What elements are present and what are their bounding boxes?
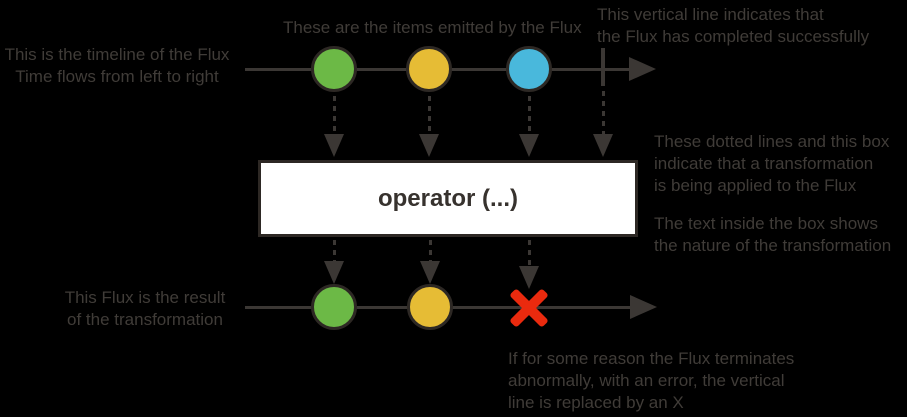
complete-note: This vertical line indicates that the Fl… [597, 5, 870, 46]
timeline-note: This is the timeline of the Flux Time fl… [4, 45, 230, 86]
down-arrow-icon [324, 261, 344, 284]
emitted-items-note: These are the items emitted by the Flux [283, 18, 582, 37]
down-arrow-icon [420, 261, 440, 284]
dashed-line [333, 240, 336, 262]
result-note: This Flux is the result of the transform… [64, 288, 226, 329]
dashed-line [602, 91, 605, 134]
dashed-line [429, 240, 432, 262]
source-timeline-arrow-icon [629, 57, 656, 81]
down-arrow-icon [519, 266, 539, 289]
complete-tick [601, 48, 605, 86]
result-timeline-arrow-icon [630, 295, 657, 319]
box-text-note: The text inside the box shows the nature… [654, 214, 892, 255]
down-arrow-icon [593, 134, 613, 157]
dashed-line [528, 96, 531, 134]
error-x-icon [506, 285, 552, 331]
result-item-green [311, 284, 357, 330]
down-arrow-icon [519, 134, 539, 157]
source-item-green [311, 46, 357, 92]
error-note: If for some reason the Flux terminates a… [508, 349, 795, 412]
source-item-blue [506, 46, 552, 92]
operator-box: operator (...) [258, 160, 638, 237]
dashed-line [428, 96, 431, 134]
down-arrow-icon [419, 134, 439, 157]
down-arrow-icon [324, 134, 344, 157]
result-item-yellow [407, 284, 453, 330]
operator-label: operator (...) [377, 184, 518, 212]
dashed-line [528, 240, 531, 266]
dashed-line [333, 96, 336, 134]
transformation-note: These dotted lines and this box indicate… [654, 132, 890, 195]
source-item-yellow [406, 46, 452, 92]
